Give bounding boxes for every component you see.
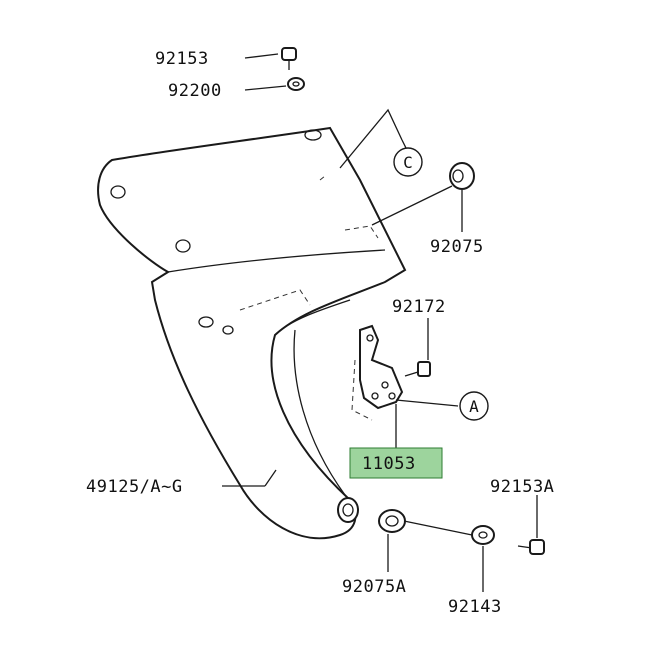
label-92172: 92172 bbox=[392, 297, 446, 317]
label-92075a: 92075A bbox=[342, 577, 406, 597]
reference-marker-c: C bbox=[393, 147, 423, 177]
label-92143: 92143 bbox=[448, 597, 502, 617]
bolt-92153-part bbox=[281, 47, 297, 70]
svg-text:A: A bbox=[469, 397, 479, 416]
label-92153: 92153 bbox=[155, 49, 209, 69]
bracket-part bbox=[359, 324, 404, 410]
reference-marker-a: A bbox=[459, 391, 489, 421]
collar-92143-part bbox=[471, 525, 495, 545]
grommet-92075a-part bbox=[378, 509, 406, 533]
washer-92200-part bbox=[287, 77, 305, 91]
grommet-92075-part bbox=[449, 162, 475, 190]
fairing-cover-part bbox=[97, 126, 407, 540]
leader-lines bbox=[222, 53, 538, 592]
label-92153a: 92153A bbox=[490, 477, 554, 497]
svg-text:C: C bbox=[403, 153, 413, 172]
bolt-92153a-part bbox=[517, 539, 545, 555]
bolt-92172-part bbox=[404, 361, 431, 377]
label-49125: 49125/A~G bbox=[86, 477, 183, 497]
label-92075: 92075 bbox=[430, 237, 484, 257]
highlight-box-11053 bbox=[349, 447, 443, 479]
label-92200: 92200 bbox=[168, 81, 222, 101]
label-11053: 11053 bbox=[362, 454, 416, 474]
